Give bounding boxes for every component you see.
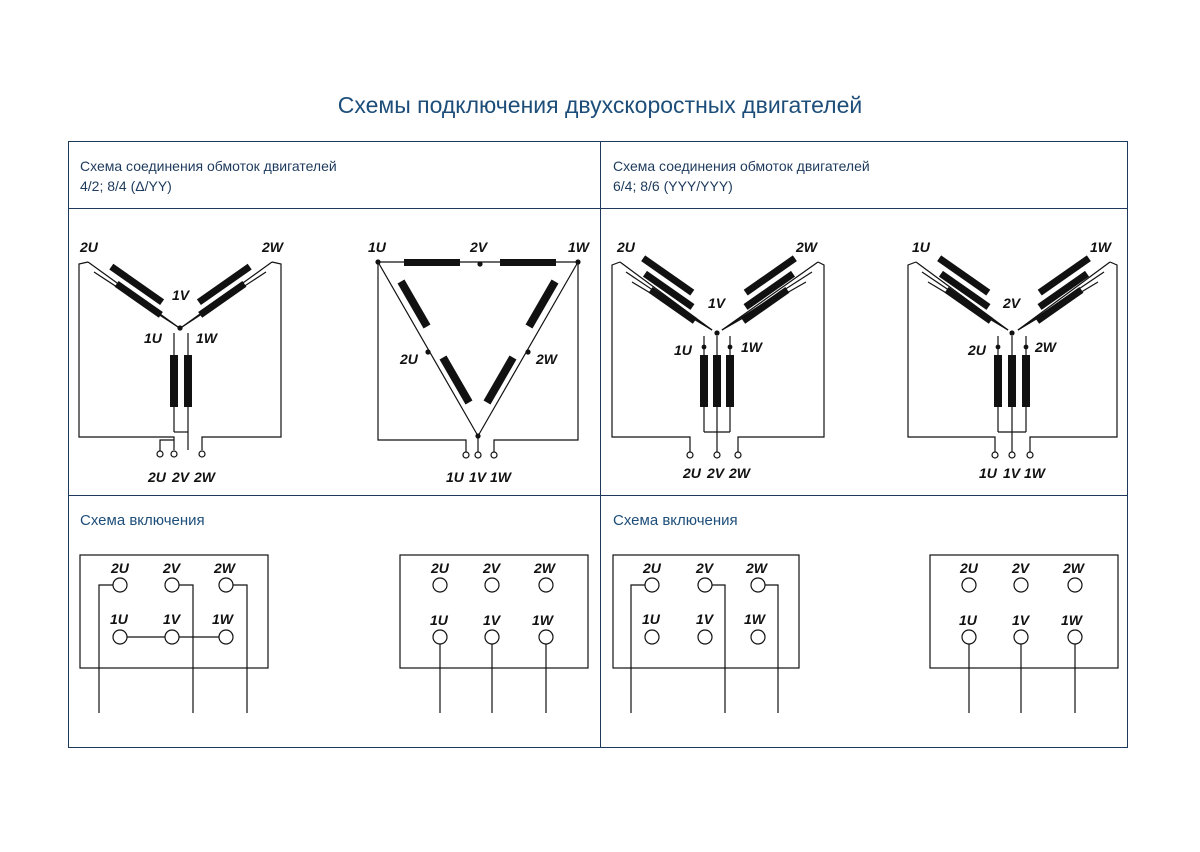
section-divider xyxy=(68,495,1128,496)
d4-label-2v: 2V xyxy=(1002,295,1022,311)
d3-label-1v: 1V xyxy=(708,295,727,311)
b1-label-1v: 1V xyxy=(163,611,182,627)
b3-label-1w: 1W xyxy=(744,611,767,627)
b1-label-2v: 2V xyxy=(162,560,182,576)
terminal-box-2 xyxy=(399,554,589,713)
d3-label-1u: 1U xyxy=(674,342,693,358)
b4-label-1u: 1U xyxy=(959,612,978,628)
header-divider xyxy=(68,208,1128,209)
d1-label-1u: 1U xyxy=(144,330,163,346)
b3-label-2u: 2U xyxy=(642,560,662,576)
d1-label-1w: 1W xyxy=(196,330,219,346)
b4-label-2u: 2U xyxy=(959,560,979,576)
d4-label-1v-bottom: 1V xyxy=(1003,465,1022,481)
d1-label-1v: 1V xyxy=(172,287,191,303)
b1-label-1w: 1W xyxy=(212,611,235,627)
b4-label-2w: 2W xyxy=(1062,560,1086,576)
diagram-yyy-star-a-coils xyxy=(641,255,797,407)
b4-label-1w: 1W xyxy=(1061,612,1084,628)
d3-label-2w: 2W xyxy=(795,239,819,255)
d3-label-2u: 2U xyxy=(616,239,636,255)
d2-label-1w: 1W xyxy=(568,239,591,255)
d4-label-2u: 2U xyxy=(967,342,987,358)
diagram-yyy-star-a xyxy=(611,261,825,459)
d4-label-1u: 1U xyxy=(912,239,931,255)
right-header-line2: 6/4; 8/6 (YYY/YYY) xyxy=(613,178,733,194)
d3-label-1w: 1W xyxy=(741,339,764,355)
d4-label-1w-bottom: 1W xyxy=(1024,465,1047,481)
diagram-delta-coils xyxy=(375,259,581,439)
d1-label-2w: 2W xyxy=(261,239,285,255)
page-title: Схемы подключения двухскоростных двигате… xyxy=(337,92,863,118)
b2-label-1v: 1V xyxy=(483,612,502,628)
b3-label-2v: 2V xyxy=(695,560,715,576)
diagram-yyy-star-b-coils xyxy=(937,255,1091,407)
right-header-line1: Схема соединения обмоток двигателей xyxy=(613,158,870,174)
right-header: Схема соединения обмоток двигателей 6/4;… xyxy=(613,156,870,196)
b1-label-2w: 2W xyxy=(213,560,237,576)
d2-label-2v: 2V xyxy=(469,239,489,255)
d3-label-2u-bottom: 2U xyxy=(682,465,702,481)
b2-label-2v: 2V xyxy=(482,560,502,576)
left-header-line1: Схема соединения обмоток двигателей xyxy=(80,158,337,174)
left-header: Схема соединения обмоток двигателей 4/2;… xyxy=(80,156,337,196)
d4-label-1u-bottom: 1U xyxy=(979,465,998,481)
right-section-label: Схема включения xyxy=(613,512,738,529)
b4-label-1v: 1V xyxy=(1012,612,1031,628)
d4-label-1w: 1W xyxy=(1090,239,1113,255)
left-header-line2: 4/2; 8/4 (Δ/YY) xyxy=(80,178,172,194)
b1-label-1u: 1U xyxy=(110,611,129,627)
b2-label-1u: 1U xyxy=(430,612,449,628)
left-section-label: Схема включения xyxy=(80,512,205,529)
b4-label-2v: 2V xyxy=(1011,560,1031,576)
table-frame xyxy=(68,141,1128,748)
d2-label-1w-bottom: 1W xyxy=(490,469,513,485)
d1-label-2w-bottom: 2W xyxy=(193,469,217,485)
b1-label-2u: 2U xyxy=(110,560,130,576)
b2-label-1w: 1W xyxy=(532,612,555,628)
d1-label-2u-bottom: 2U xyxy=(147,469,167,485)
b2-label-2u: 2U xyxy=(430,560,450,576)
diagram-yy-star-coils xyxy=(109,263,252,407)
d2-label-2w: 2W xyxy=(535,351,559,367)
b3-label-1u: 1U xyxy=(642,611,661,627)
terminal-box-4 xyxy=(929,554,1119,713)
d2-label-1u-bottom: 1U xyxy=(446,469,465,485)
d1-label-2v-bottom: 2V xyxy=(171,469,191,485)
d4-label-2w: 2W xyxy=(1034,339,1058,355)
d2-label-1v-bottom: 1V xyxy=(469,469,488,485)
d3-label-2v-bottom: 2V xyxy=(706,465,726,481)
b3-label-2w: 2W xyxy=(745,560,769,576)
terminal-box-3 xyxy=(612,554,800,713)
b3-label-1v: 1V xyxy=(696,611,715,627)
d3-label-2w-bottom: 2W xyxy=(728,465,752,481)
column-divider xyxy=(600,141,601,748)
d2-label-1u: 1U xyxy=(368,239,387,255)
d1-label-2u: 2U xyxy=(79,239,99,255)
terminal-box-1 xyxy=(79,554,269,713)
b2-label-2w: 2W xyxy=(533,560,557,576)
d2-label-2u: 2U xyxy=(399,351,419,367)
